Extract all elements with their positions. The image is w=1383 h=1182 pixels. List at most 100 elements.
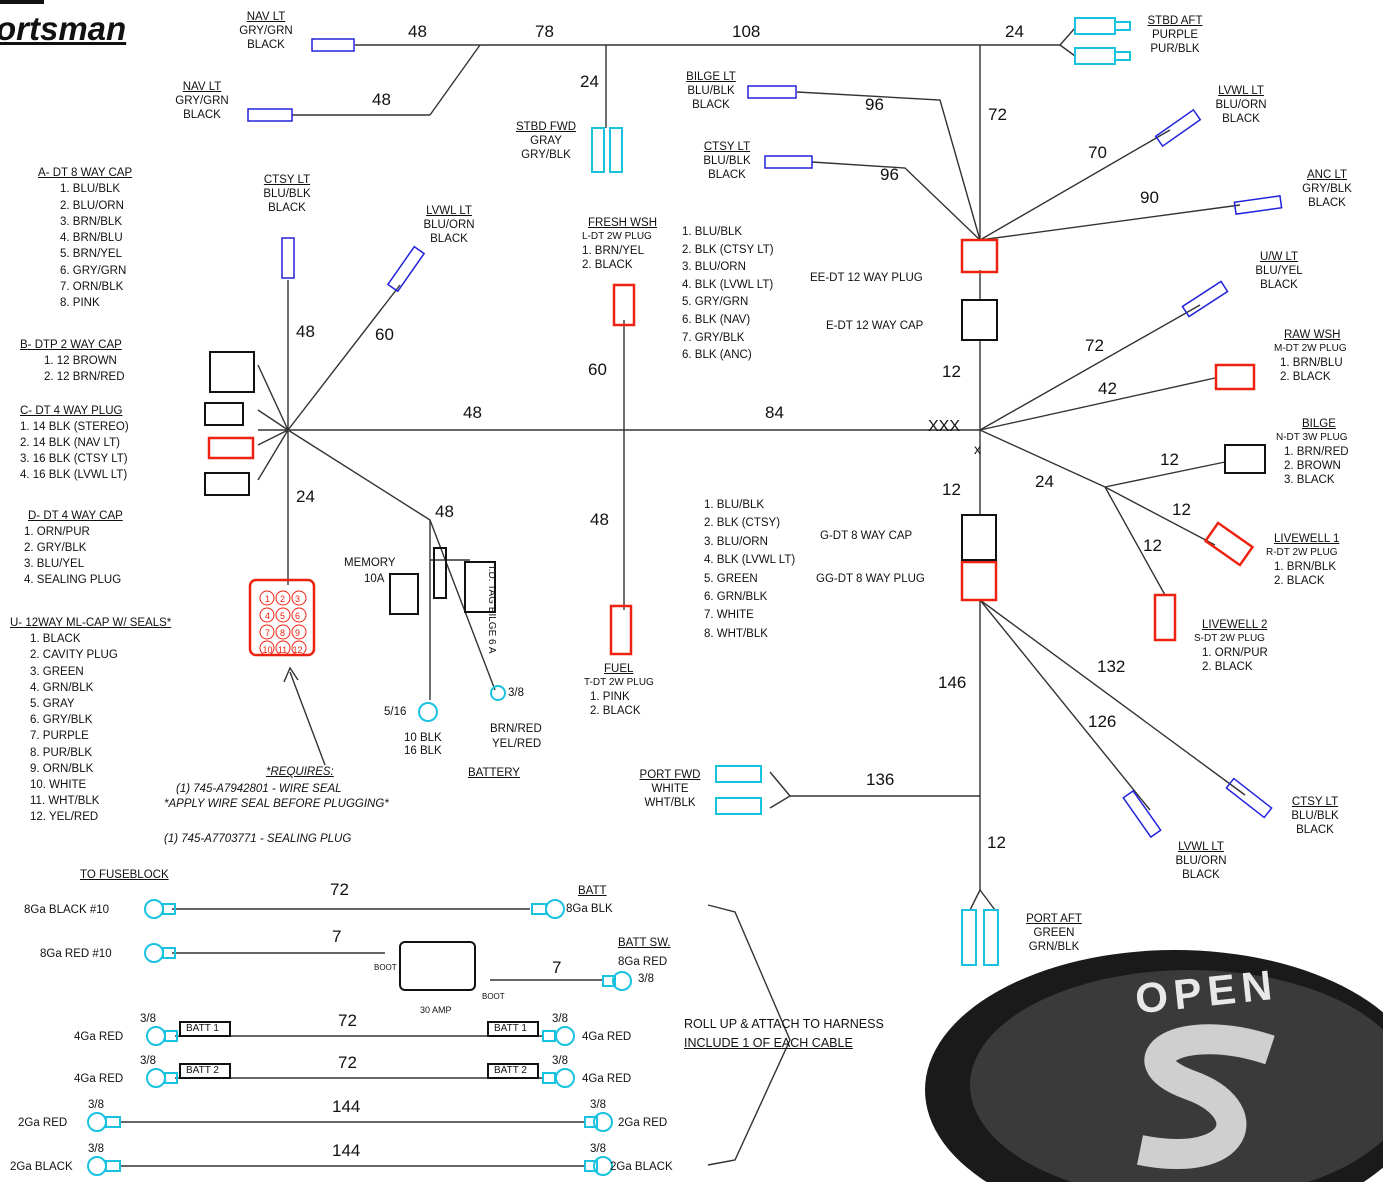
cable2-left: 8Ga RED #10 <box>40 948 112 960</box>
wire-length: 48 <box>372 90 391 109</box>
wire-length: 12 <box>1143 536 1162 555</box>
cable5-right: 2Ga RED <box>618 1117 668 1129</box>
cable5-size-right: 3/8 <box>590 1099 606 1111</box>
to-fuseblock-label: TO FUSEBLOCK <box>80 869 169 881</box>
title-bar <box>0 0 44 4</box>
wire-length: 108 <box>732 22 761 41</box>
cable3-right: 4Ga RED <box>582 1031 632 1043</box>
wire-length: 126 <box>1088 712 1117 731</box>
cable2-length2: 7 <box>552 958 562 977</box>
wire-length: 24 <box>1035 472 1054 491</box>
memory-label: MEMORY <box>344 557 396 569</box>
wire-length: 48 <box>463 403 482 422</box>
ring-size-5-16: 5/16 <box>384 706 407 718</box>
cable1-left: 8Ga BLACK #10 <box>24 904 110 916</box>
plug-label-ee: EE-DT 12 WAY PLUG <box>810 272 923 284</box>
wire-length: 78 <box>535 22 554 41</box>
cable4-tag-right: BATT 2 <box>494 1065 527 1076</box>
wire-length: 48 <box>296 322 315 341</box>
brand-title: ortsman <box>0 10 127 47</box>
wire-length: 60 <box>375 325 394 344</box>
wire-length: 96 <box>880 165 899 184</box>
wire-length: 96 <box>865 95 884 114</box>
cable2-right-title: BATT SW. <box>618 937 671 949</box>
wire-length: 60 <box>588 360 607 379</box>
cable2-right2: 3/8 <box>638 973 654 985</box>
wire-length: 48 <box>408 22 427 41</box>
cable3-tag-left: BATT 1 <box>186 1023 219 1034</box>
cable4-size-right: 3/8 <box>552 1055 568 1067</box>
cable2-length: 7 <box>332 927 342 946</box>
plug-label-gg: GG-DT 8 WAY PLUG <box>816 573 925 585</box>
cable4-size-left: 3/8 <box>140 1055 156 1067</box>
wire-length: 84 <box>765 403 784 422</box>
blk-16: 16 BLK <box>404 745 442 757</box>
wire-length: 42 <box>1098 379 1117 398</box>
wire-length: 12 <box>1172 500 1191 519</box>
cable4-length: 72 <box>338 1053 357 1072</box>
wire-length: 136 <box>866 770 895 789</box>
wire-length: 24 <box>296 487 315 506</box>
yelred-label: YEL/RED <box>492 738 542 750</box>
plug-label-e: E-DT 12 WAY CAP <box>826 320 924 332</box>
requires-title: *REQUIRES: <box>266 766 334 778</box>
legend-c: C- DT 4 WAY PLUG 1. 14 BLK (STEREO)2. 14… <box>20 405 129 481</box>
wire-length: 72 <box>1085 336 1104 355</box>
cable3-length: 72 <box>338 1011 357 1030</box>
cable6-right: 2Ga BLACK <box>610 1161 673 1173</box>
boot-label-1: BOOT <box>374 963 397 972</box>
wire-length: 90 <box>1140 188 1159 207</box>
cable6-size-right: 3/8 <box>590 1143 606 1155</box>
wire-length: 12 <box>942 362 961 381</box>
battery-label: BATTERY <box>468 767 520 779</box>
wire-length: 12 <box>987 833 1006 852</box>
splice-x: x <box>974 441 981 457</box>
amp-label: 30 AMP <box>420 1005 452 1015</box>
boot-label-2: BOOT <box>482 992 505 1001</box>
wire-length: 70 <box>1088 143 1107 162</box>
wire-length: 12 <box>942 480 961 499</box>
cable6-size-left: 3/8 <box>88 1143 104 1155</box>
cable1-length: 72 <box>330 880 349 899</box>
cable6-length: 144 <box>332 1141 361 1160</box>
blk-10: 10 BLK <box>404 732 442 744</box>
requires-line3: (1) 745-A7703771 - SEALING PLUG <box>164 833 352 845</box>
fuse-label: 10A <box>364 573 385 585</box>
wire-length: 146 <box>938 673 967 692</box>
splice-marker: XXX <box>928 418 961 435</box>
requires-line1: (1) 745-A7942801 - WIRE SEAL <box>176 783 342 795</box>
wire-length: 132 <box>1097 657 1126 676</box>
include-note: INCLUDE 1 OF EACH CABLE <box>684 1036 853 1050</box>
cable6-left: 2Ga BLACK <box>10 1161 73 1173</box>
cable5-length: 144 <box>332 1097 361 1116</box>
cable2-right1: 8Ga RED <box>618 956 668 968</box>
wire-length: 12 <box>1160 450 1179 469</box>
cable3-left: 4Ga RED <box>74 1031 124 1043</box>
cable3-size-left: 3/8 <box>140 1013 156 1025</box>
